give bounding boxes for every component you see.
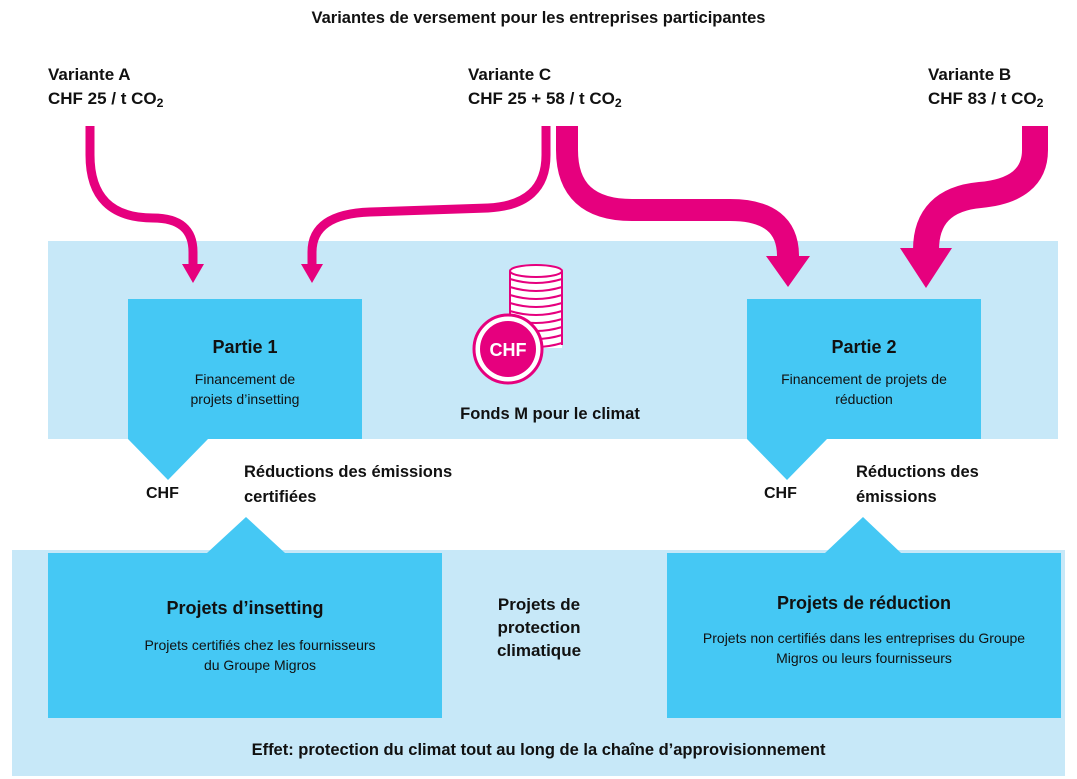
left-money-label: CHF bbox=[146, 485, 179, 502]
insetting-up-pointer bbox=[207, 517, 285, 553]
insetting-projects-text: Projets certifiés chez les fournisseurs … bbox=[144, 637, 376, 673]
right-return-label: Réductions des émissions bbox=[856, 463, 979, 506]
climate-projects-label: Projets de protection climatique bbox=[496, 595, 582, 660]
part2-title: Partie 2 bbox=[831, 337, 897, 357]
reduction-projects-title: Projets de réduction bbox=[776, 593, 952, 613]
arrowhead-variant-a bbox=[182, 264, 204, 283]
reduction-projects-box: Projets de réduction Projets non certifi… bbox=[667, 553, 1061, 718]
coin-stack-icon: CHF bbox=[472, 264, 563, 385]
part1-text: Financement de projets d’insetting bbox=[190, 371, 300, 407]
arrowhead-variant-c-left bbox=[301, 264, 323, 283]
fund-name: Fonds M pour le climat bbox=[460, 405, 640, 423]
reduction-projects-text: Projets non certifiés dans les entrepris… bbox=[702, 630, 1026, 666]
part2-text: Financement de projets de réduction bbox=[781, 371, 947, 407]
arrow-variant-c-to-part1 bbox=[307, 126, 551, 266]
part1-box: Partie 1 Financement de projets d’insett… bbox=[128, 299, 362, 439]
variant-c-label: Variante C CHF 25 + 58 / t CO2 bbox=[468, 63, 622, 115]
variant-c-name: Variante C bbox=[468, 65, 552, 84]
left-return-label: Réductions des émissions certifiées bbox=[244, 463, 453, 506]
arrow-variant-a-to-part1 bbox=[85, 126, 198, 266]
variant-a-name: Variante A bbox=[48, 65, 131, 84]
insetting-projects-title: Projets d’insetting bbox=[166, 598, 324, 618]
arrow-variant-c-to-part2 bbox=[556, 126, 799, 257]
arrowhead-variant-c-right bbox=[766, 256, 810, 287]
part1-title: Partie 1 bbox=[212, 337, 278, 357]
variant-b-name: Variante B bbox=[928, 65, 1012, 84]
diagram-title: Variantes de versement pour les entrepri… bbox=[311, 9, 766, 27]
variant-b-price: CHF 83 / t CO2 bbox=[928, 89, 1044, 111]
insetting-projects-box: Projets d’insetting Projets certifiés ch… bbox=[48, 553, 442, 718]
variant-a-label: Variante A CHF 25 / t CO2 bbox=[48, 63, 163, 115]
part2-down-pointer bbox=[747, 439, 827, 480]
arrow-variant-b-to-part2 bbox=[913, 126, 1048, 251]
arrowhead-variant-b bbox=[900, 248, 952, 288]
variant-b-label: Variante B CHF 83 / t CO2 bbox=[928, 63, 1043, 115]
part1-down-pointer bbox=[128, 439, 208, 480]
variant-c-price: CHF 25 + 58 / t CO2 bbox=[468, 89, 622, 111]
coin-label: CHF bbox=[490, 340, 527, 360]
variant-a-price: CHF 25 / t CO2 bbox=[48, 89, 164, 111]
effect-caption: Effet: protection du climat tout au long… bbox=[251, 741, 826, 759]
reduction-up-pointer bbox=[825, 517, 901, 553]
part2-box: Partie 2 Financement de projets de réduc… bbox=[747, 299, 981, 439]
right-money-label: CHF bbox=[764, 485, 797, 502]
